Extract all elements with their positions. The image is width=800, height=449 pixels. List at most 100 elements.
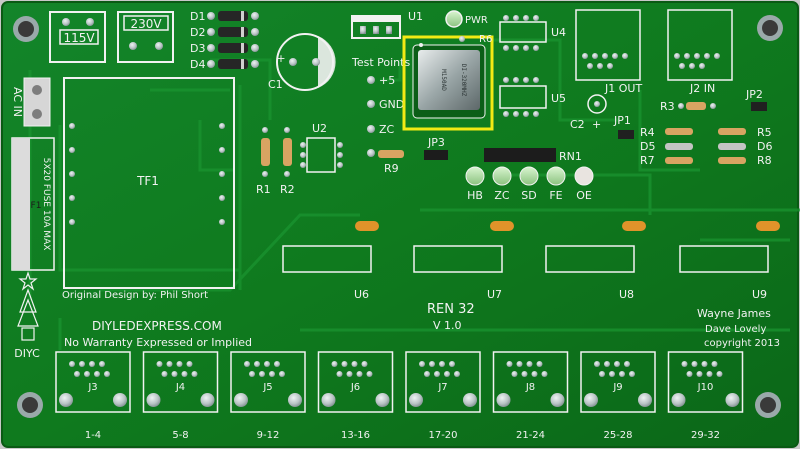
rj45-jack: J8 21-24 — [492, 351, 569, 441]
design-credit: Original Design by: Phil Short — [62, 290, 208, 301]
svg-text:+: + — [276, 52, 285, 65]
led-label-hb: HB — [467, 189, 483, 202]
diode-label-d3: D3 — [190, 42, 205, 55]
label-jp1: JP1 — [613, 114, 631, 127]
label-c2: C2 — [570, 118, 585, 131]
test-points-title: Test Points — [351, 56, 410, 69]
jack-ref-label: J8 — [525, 382, 535, 393]
label-c1: C1 — [268, 78, 283, 91]
highlight-box — [402, 35, 494, 131]
logo-text: DIYC — [14, 347, 40, 360]
label-jp2: JP2 — [745, 88, 763, 101]
board-version: V 1.0 — [433, 319, 462, 332]
copyright: copyright 2013 — [704, 338, 780, 349]
mounting-hole — [13, 15, 783, 418]
label-j1-out: J1 OUT — [604, 82, 642, 95]
driver-ic-u9: U9 — [679, 221, 780, 301]
label-u9: U9 — [752, 288, 767, 301]
diode-label-d2: D2 — [190, 26, 205, 39]
rj45-jack: J10 29-32 — [667, 351, 744, 441]
jack-range-label: 5-8 — [172, 430, 188, 441]
label-rn1: RN1 — [559, 150, 582, 163]
label-r3: R3 — [660, 100, 675, 113]
jack-range-label: 21-24 — [516, 430, 545, 441]
label-u4: U4 — [551, 26, 566, 39]
transformer-tf1: TF1 — [63, 77, 235, 289]
label-u8: U8 — [619, 288, 634, 301]
resistor-r9: R9 — [378, 150, 404, 175]
rj45-jack: J4 5-8 — [142, 351, 219, 441]
diode-label-d4: D4 — [190, 58, 205, 71]
crystal-marking-1: DI-320MHZ — [460, 64, 467, 97]
label-d6: D6 — [757, 140, 772, 153]
label-u1: U1 — [408, 10, 423, 23]
resistors-r1-r2: R1 R2 — [256, 127, 295, 196]
crystal-marking-2: M150AD — [440, 69, 447, 91]
label-r1: R1 — [256, 183, 271, 196]
label-r8: R8 — [757, 154, 772, 167]
jack-range-label: 13-16 — [341, 430, 370, 441]
jumper-jp2: JP2 — [745, 88, 767, 111]
capacitor-c1: + C1 — [268, 33, 336, 91]
ac-input-terminal: AC IN — [11, 77, 51, 127]
label-u6: U6 — [354, 288, 369, 301]
label-pwr: PWR — [465, 15, 488, 26]
label-ac-in: AC IN — [11, 87, 24, 117]
test-points: Test Points +5 GND ZC — [351, 56, 410, 157]
voltage-selector-230v: 230V — [117, 11, 174, 63]
label-r6: R6 — [479, 34, 492, 45]
rj45-jack: J31-4 — [55, 351, 131, 441]
jack-range-label: 1-4 — [85, 430, 101, 441]
label-j2-in: J2 IN — [689, 82, 715, 95]
label-115v: 115V — [63, 31, 95, 45]
label-u5: U5 — [551, 92, 566, 105]
voltage-selector-115v: 115V — [49, 11, 106, 63]
jack-range-label: 29-32 — [691, 430, 720, 441]
label-d5: D5 — [640, 140, 655, 153]
jack-j2-in: J2 IN — [667, 9, 733, 95]
label-r9: R9 — [384, 162, 399, 175]
status-led-row: HB ZC SD FE OE — [465, 166, 594, 202]
resistor-network-rn1: RN1 — [484, 148, 582, 163]
label-f1: F1 — [31, 201, 42, 211]
test-point-5v: +5 — [379, 74, 395, 87]
led-label-fe: FE — [549, 189, 562, 202]
diyc-logo-icon: DIYC — [14, 271, 40, 360]
jack-ref-label: J4 — [175, 382, 185, 393]
led-label-oe: OE — [576, 189, 592, 202]
jack-ref-label: J7 — [437, 382, 447, 393]
label-jp3: JP3 — [427, 136, 445, 149]
right-component-block: R4 D5 R7 R5 D6 R8 — [640, 126, 772, 167]
jack-ref-label: J10 — [697, 382, 714, 393]
jumper-jp1: JP1 — [613, 114, 634, 139]
label-230v: 230V — [130, 17, 162, 31]
label-r4: R4 — [640, 126, 655, 139]
label-r5: R5 — [757, 126, 772, 139]
board-name: REN 32 — [427, 302, 475, 317]
driver-ic-u8: U8 — [545, 221, 646, 301]
diode-label-d1: D1 — [190, 10, 205, 23]
crystal-oscillator: DI-320MHZ M150AD — [412, 43, 486, 119]
label-r7: R7 — [640, 154, 655, 167]
driver-ic-u6: U6 — [282, 221, 379, 301]
fuse-holder: 5X20 FUSE 10A MAX F1 — [11, 137, 55, 271]
warranty-label: No Warranty Expressed or Implied — [64, 336, 252, 349]
rj45-jack: J59-12 — [230, 351, 306, 441]
ic-u5: U5 — [499, 77, 566, 117]
site-label: DIYLEDEXPRESS.COM — [92, 319, 222, 333]
jack-ref-label: J6 — [350, 382, 360, 393]
author-1: Wayne James — [697, 307, 771, 320]
label-r2: R2 — [280, 183, 295, 196]
author-2: Dave Lovely — [705, 324, 766, 335]
label-u2: U2 — [312, 122, 327, 135]
rj45-jack: J6 13-16 — [317, 351, 394, 441]
regulator-u1: U1 — [351, 10, 423, 39]
test-point-gnd: GND — [379, 98, 404, 111]
jack-range-label: 9-12 — [257, 430, 280, 441]
label-tf1: TF1 — [136, 174, 159, 188]
led-label-zc: ZC — [494, 189, 510, 202]
